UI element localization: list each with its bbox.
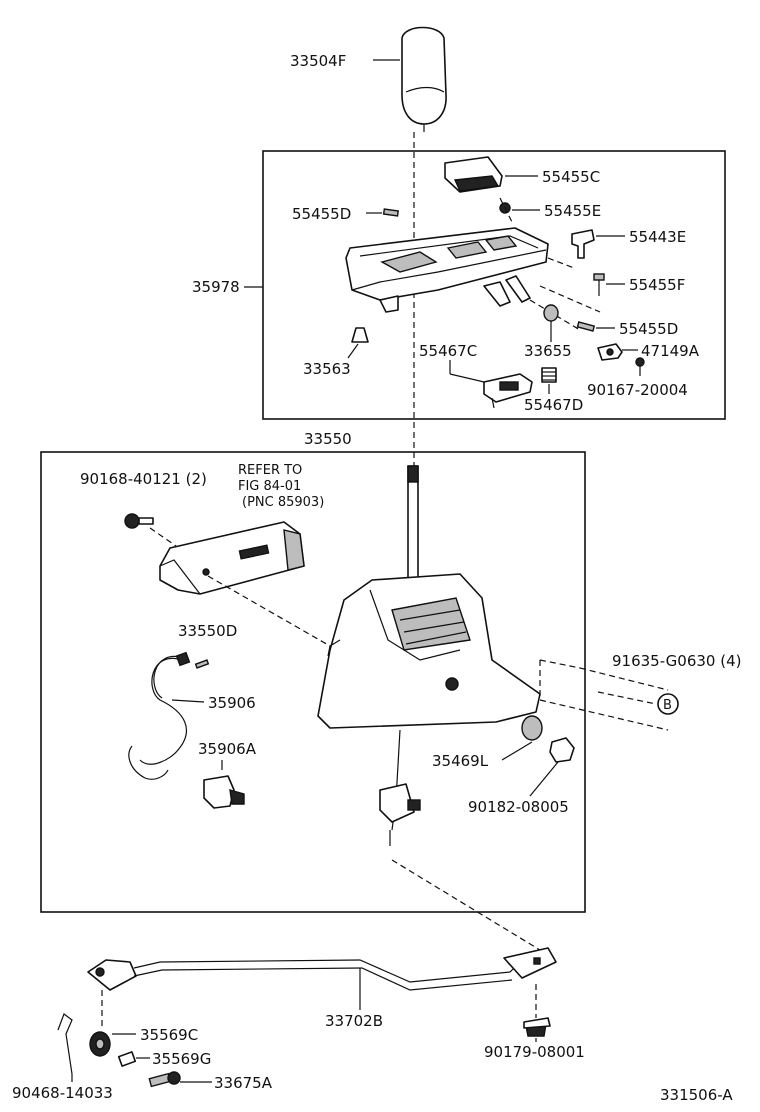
label-55455D-right: 55455D [619,320,678,338]
part-33563 [351,327,369,343]
dash-90168 [149,527,177,547]
dash-mount-1 [539,659,581,669]
dash-housing-3 [539,285,601,313]
label-35906: 35906 [208,694,256,712]
pin-33550D-part [194,659,210,669]
label-35469L: 35469L [432,752,489,770]
dash-91635 [597,691,657,705]
leader-55467C-h [449,373,485,383]
label-90179-08001: 90179-08001 [484,1043,585,1061]
leader-35906 [171,699,205,703]
refer-note-line1: REFER TO [238,463,302,478]
leader-33563 [347,343,359,359]
label-55467D: 55467D [524,396,583,414]
clip-55443E-part [571,229,595,259]
assembly-box-35978 [262,150,726,420]
bubble-b-letter: B [663,698,672,713]
dash-lever-to-cable [391,859,541,951]
shift-knob-part [401,26,447,132]
connector-35906A-part [203,775,245,809]
bolt-90168-part [124,513,154,529]
diagram-reference-code: 331506-A [660,1086,733,1104]
dash-housing-1 [499,197,513,223]
bushing-35569C-part [89,1031,111,1057]
label-90167-20004: 90167-20004 [587,381,688,399]
label-35978: 35978 [192,278,240,296]
switch-bracket-part [159,521,305,595]
label-90468-14033: 90468-14033 [12,1084,113,1102]
label-33655: 33655 [524,342,572,360]
bolt-33675A-part [148,1071,181,1088]
part-33655 [543,304,559,322]
bubble-b-marker [657,693,679,715]
pin-55455D-right-part [576,321,596,332]
label-33504F: 33504F [290,52,346,70]
dash-bracket [207,575,331,647]
collar-35569G-part [117,1051,137,1067]
label-47149A: 47149A [641,342,700,360]
label-90168-40121: 90168-40121 (2) [80,470,207,488]
dash-mount-2 [539,699,669,731]
leader-90182 [529,761,559,797]
label-35906A: 35906A [198,740,257,758]
clip-90468-part [57,1013,73,1075]
assembly-box-33550 [40,451,586,913]
screw-55455F-part [593,273,605,296]
label-55455C: 55455C [542,168,600,186]
shift-lever-assembly-part [317,465,541,846]
label-33702B: 33702B [325,1012,383,1030]
label-55455E: 55455E [544,202,601,220]
nut-90182-part [549,737,575,763]
label-91635-G0630: 91635-G0630 (4) [612,652,742,670]
dash-mount-4 [579,667,669,691]
label-55455F: 55455F [629,276,685,294]
dash-housing-2 [547,257,575,269]
part-47149A [597,343,623,361]
label-35569C: 35569C [140,1026,198,1044]
label-33563: 33563 [303,360,351,378]
label-35569G: 35569G [152,1050,211,1068]
refer-note-line3: (PNC 85903) [242,495,324,510]
bushing-35469L-part [521,715,543,741]
spring-55467D-part [541,367,557,383]
grommet-90179-part [523,1017,551,1037]
label-33550D: 33550D [178,622,237,640]
cover-55455C-part [444,156,503,193]
label-55467C: 55467C [419,342,477,360]
slide-55467C-part [483,373,533,409]
label-55455D-top: 55455D [292,205,351,223]
label-90182-08005: 90182-08005 [468,798,569,816]
shift-cable-33702B-part [87,947,557,991]
label-33550: 33550 [304,430,352,448]
label-33675A: 33675A [214,1074,273,1092]
refer-note-line2: FIG 84-01 [238,479,301,494]
indicator-housing-part [345,227,549,313]
label-55443E: 55443E [629,228,686,246]
leader-35469L [501,741,533,761]
pin-55455D-top-part [382,208,400,217]
screw-90167-part [635,357,645,376]
cable-35906-part [128,651,191,780]
